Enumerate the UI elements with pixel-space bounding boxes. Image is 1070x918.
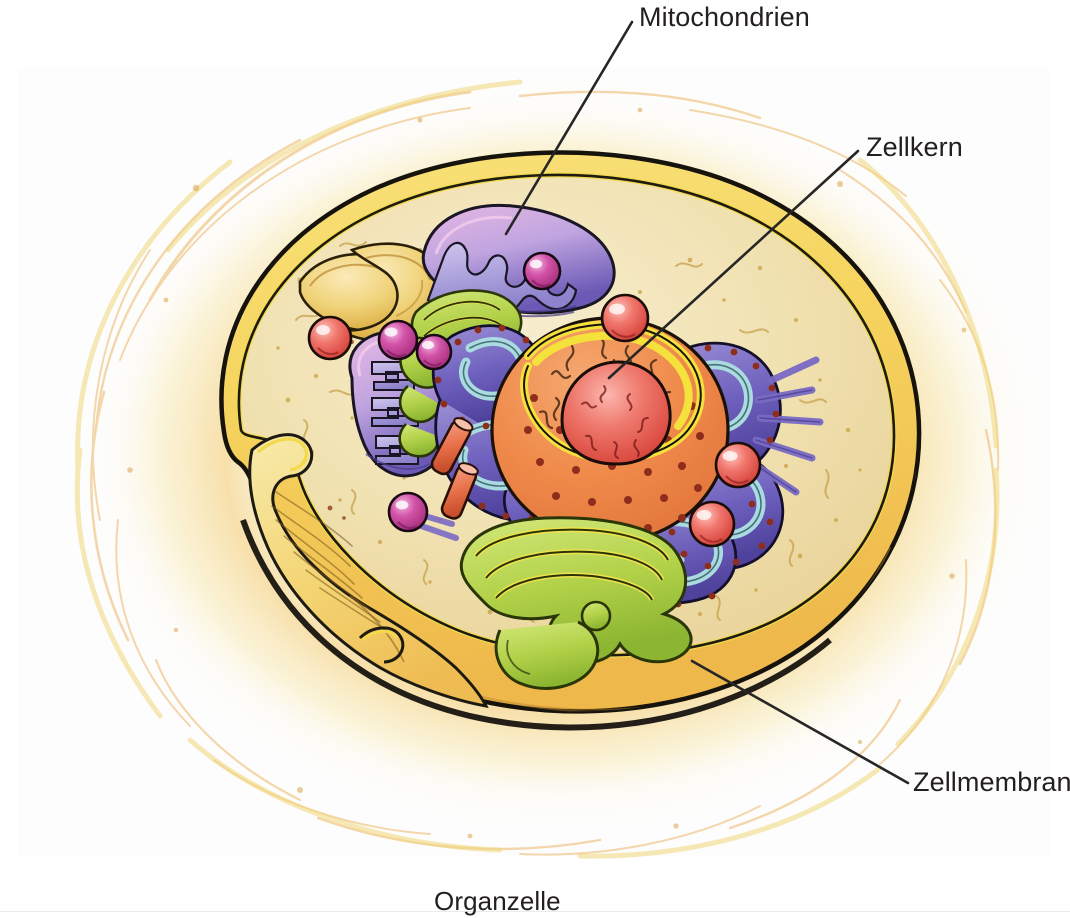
leader-line-mitochondrien (504, 20, 634, 236)
nucleus (490, 316, 730, 544)
label-zellmembran: Zellmembran (913, 767, 1070, 797)
lysosome-group (307, 293, 762, 548)
membrane-invagination (248, 433, 489, 708)
bottom-divider (0, 911, 1070, 912)
label-mitochondrien: Mitochondrien (639, 2, 810, 32)
label-zellkern: Zellkern (866, 132, 963, 162)
centriole (430, 417, 479, 520)
figure-caption: Organzelle (434, 886, 561, 916)
vesicle-group (377, 251, 562, 533)
golgi-apparatus-lower (459, 516, 693, 690)
leader-line-zellkern (607, 149, 860, 380)
nucleolus (560, 360, 672, 466)
leader-lines (504, 20, 910, 785)
leader-line-zellmembran (690, 659, 910, 785)
